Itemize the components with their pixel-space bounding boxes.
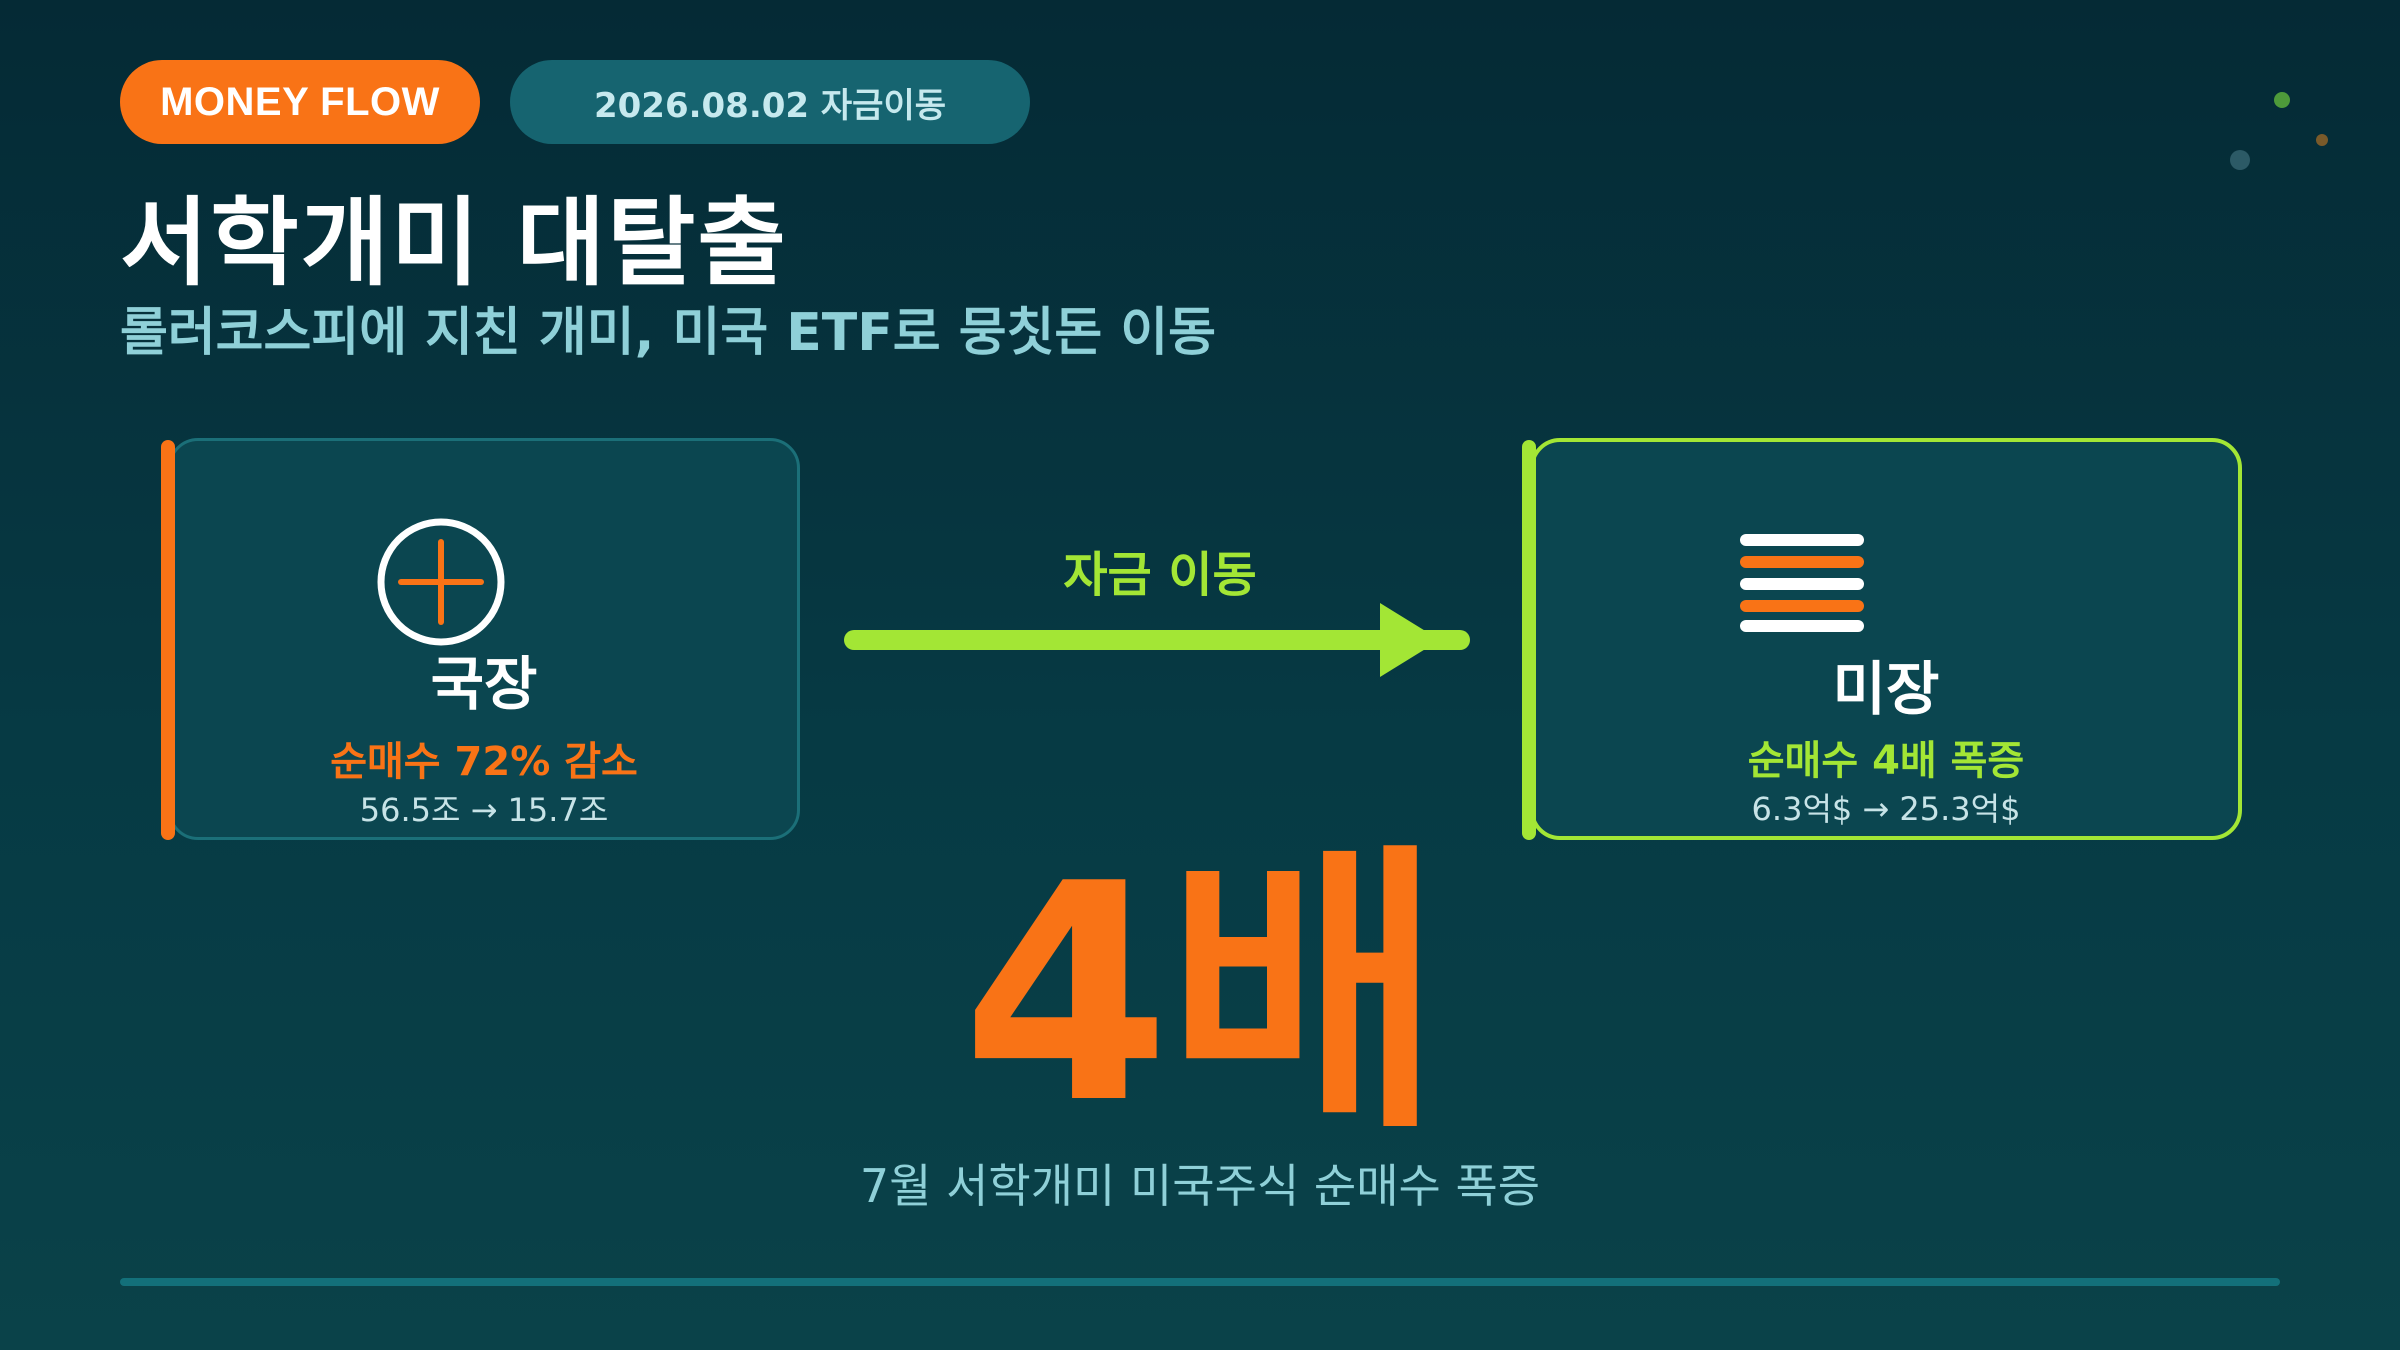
bottom-divider xyxy=(120,1278,2280,1286)
striped-list-icon xyxy=(1740,534,1864,632)
money-flow-badge: MONEY FLOW xyxy=(120,60,480,144)
page-subtitle: 롤러코스피에 지친 개미, 미국 ETF로 뭉칫돈 이동 xyxy=(120,303,1217,363)
overseas-accent-bar xyxy=(1522,440,1536,840)
decor-dot xyxy=(2316,134,2328,146)
decor-dot xyxy=(2274,92,2290,108)
highlight-value: 4배 xyxy=(961,820,1443,1169)
flow-label: 자금 이동 xyxy=(1063,547,1257,603)
domestic-market-stat: 순매수 72% 감소 xyxy=(330,739,638,785)
domestic-market-name: 국장 xyxy=(430,650,538,718)
domestic-accent-bar xyxy=(161,440,175,840)
overseas-market-card: 미장 순매수 4배 폭증 6.3억$ → 25.3억$ xyxy=(1530,438,2242,840)
decor-dot xyxy=(2230,150,2250,170)
overseas-market-name: 미장 xyxy=(1832,655,1940,723)
circle-plus-icon xyxy=(377,518,505,646)
arrow-right-icon xyxy=(844,603,1470,677)
highlight-caption: 7월 서학개미 미국주식 순매수 폭증 xyxy=(859,1159,1541,1213)
overseas-market-stat: 순매수 4배 폭증 xyxy=(1747,738,2025,784)
domestic-market-range: 56.5조 → 15.7조 xyxy=(359,791,609,829)
page-title: 서학개미 대탈출 xyxy=(120,187,788,299)
domestic-market-card: 국장 순매수 72% 감소 56.5조 → 15.7조 xyxy=(168,438,800,840)
date-badge: 2026.08.02 자금이동 xyxy=(510,60,1030,144)
overseas-market-range: 6.3억$ → 25.3억$ xyxy=(1751,790,2021,828)
